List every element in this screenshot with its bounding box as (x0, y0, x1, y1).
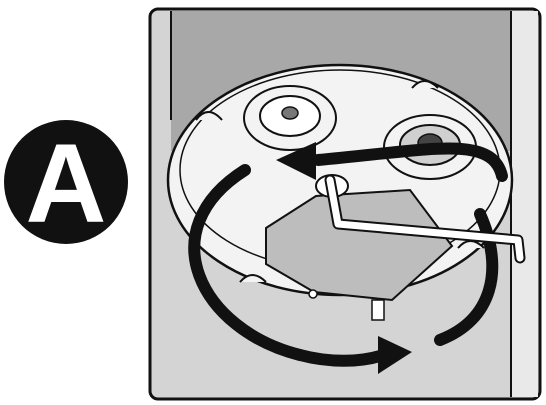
drain-tab (372, 300, 384, 320)
side-wall (511, 11, 538, 397)
step-badge: A (4, 120, 128, 246)
inlet-port-center (282, 107, 298, 119)
base-screw (309, 290, 317, 298)
step-badge-label: A (26, 121, 107, 246)
rotation-arc-bottom (300, 355, 380, 361)
